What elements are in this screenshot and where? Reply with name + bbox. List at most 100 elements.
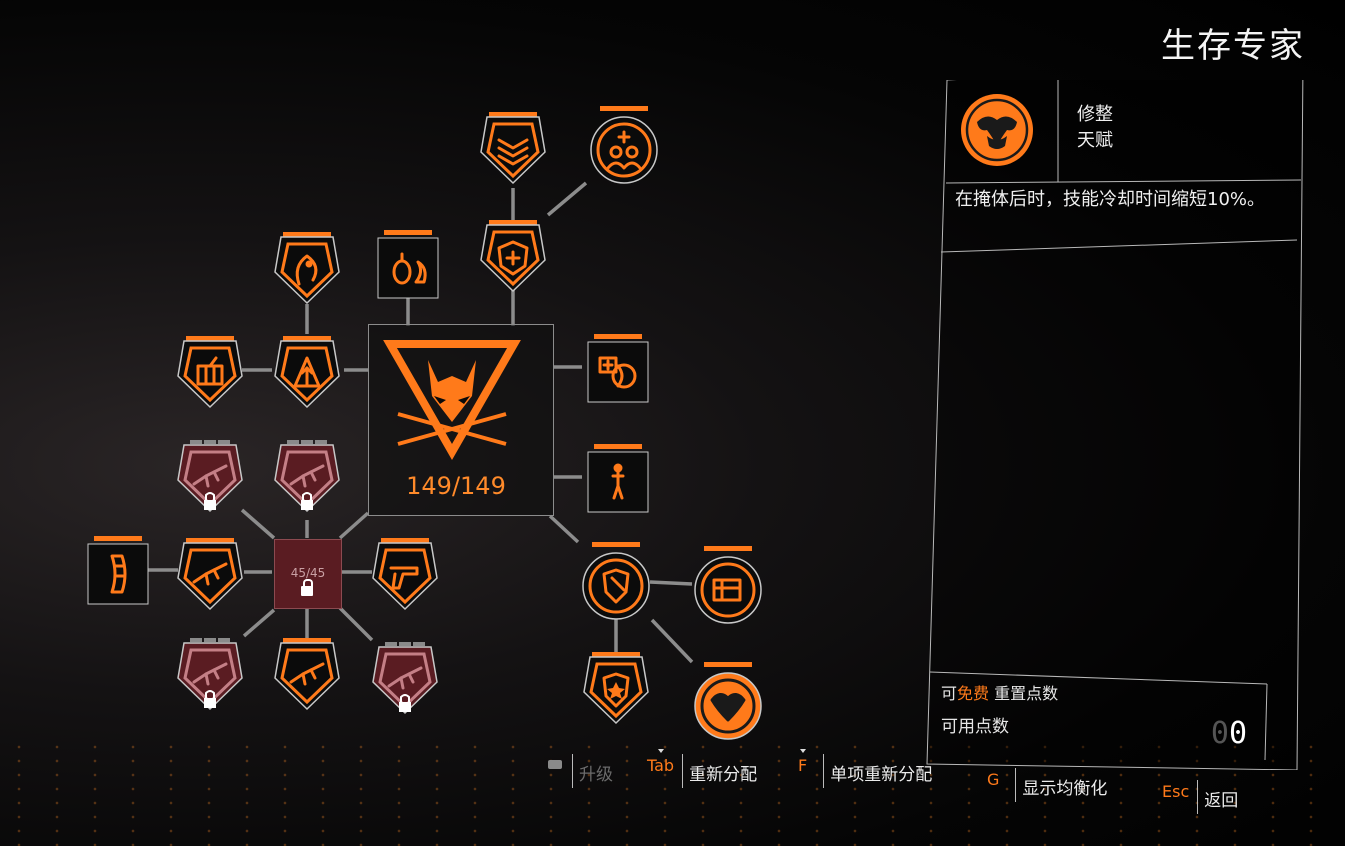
talent-node-mask[interactable] [694, 662, 762, 740]
shield-icon [602, 568, 630, 604]
reset-suffix: 重置点数 [989, 684, 1059, 703]
talent-hub[interactable]: 149/149 [368, 324, 554, 516]
talent-node-rifle-locked-4[interactable] [372, 642, 438, 715]
wolf-emblem-icon [383, 340, 521, 461]
rank-indicator [704, 546, 752, 551]
talent-node-cobra[interactable] [274, 232, 340, 305]
lock-icon [301, 579, 313, 596]
incendiary-grenade-icon [392, 252, 427, 285]
chevron-rank-icon [497, 138, 529, 166]
rank-indicator [704, 662, 752, 667]
hub-progress: 149/149 [406, 472, 506, 500]
lock-icon [204, 690, 216, 708]
rank-indicator [381, 538, 429, 543]
talent-node-star-shield[interactable] [583, 652, 649, 725]
selected-talent-icon [961, 94, 1033, 166]
rifle-icon [289, 464, 325, 488]
talent-description: 在掩体后时，技能冷却时间缩短10%。 [955, 189, 1266, 210]
talent-node-agent-walk[interactable] [587, 444, 649, 513]
available-points-count: 00 [1211, 716, 1247, 751]
talent-node-rifle-locked-3[interactable] [177, 638, 243, 711]
page-title: 生存专家 [1161, 26, 1305, 66]
talent-node-rifle-1[interactable] [177, 538, 243, 611]
points-dim-digit: 0 [1210, 716, 1229, 751]
rank-indicator [592, 542, 640, 547]
talent-node-grenade-fire[interactable] [377, 230, 439, 299]
hint-divider [1015, 768, 1017, 802]
hint-divider [823, 754, 825, 788]
rank-indicator [385, 642, 425, 646]
talent-node-pistol[interactable] [372, 538, 438, 611]
show-balance-hint[interactable]: G 显示均衡化 [987, 768, 1108, 802]
magazine-icon [110, 554, 127, 594]
rank-indicator [600, 106, 648, 111]
connector-lines [148, 181, 694, 664]
rank-indicator [592, 652, 640, 657]
talent-node-rifle-locked-2[interactable] [274, 440, 340, 513]
rank-indicator [384, 230, 432, 235]
heal-group-icon [606, 130, 642, 170]
reset-points-info: 可免费 重置点数 [941, 680, 1058, 704]
talent-node-heal-allies[interactable] [590, 106, 658, 184]
rifle-icon [192, 464, 228, 488]
mask-face-icon [710, 693, 746, 722]
rifle-icon [387, 666, 423, 690]
hint-label: 升级 [579, 765, 613, 785]
back-hint[interactable]: Esc 返回 [1162, 780, 1239, 814]
hint-label: 返回 [1204, 791, 1239, 811]
talent-node-shield-cover[interactable] [582, 542, 650, 620]
hint-key: G [987, 770, 1000, 789]
rank-indicator [283, 336, 331, 341]
selected-talent-name: 修整 天赋 [1077, 102, 1113, 154]
talent-node-rifle-2[interactable] [274, 638, 340, 711]
points-digit: 0 [1228, 716, 1247, 751]
rifle-icon [289, 662, 325, 686]
sub-hub-progress: 45/45 [290, 566, 326, 580]
hint-divider [682, 754, 684, 788]
sub-talent-hub[interactable]: 45/45 [274, 539, 342, 609]
talent-type: 天赋 [1077, 130, 1113, 151]
rank-indicator [594, 334, 642, 339]
explosive-icon [196, 356, 224, 386]
medkit-orb-icon [598, 356, 637, 389]
hint-key: Esc [1162, 782, 1190, 801]
single-reassign-hint[interactable]: F 单项重新分配 [798, 754, 932, 788]
rank-indicator [186, 336, 234, 341]
talent-node-stripes-armor[interactable] [480, 112, 546, 185]
talent-name: 修整 [1077, 104, 1113, 125]
talent-node-magazine[interactable] [87, 536, 149, 605]
talent-node-medkit-ball[interactable] [587, 334, 649, 403]
shield-medkit-icon [497, 240, 529, 276]
star-badge-icon [602, 672, 630, 708]
talent-node-crate[interactable] [694, 546, 762, 624]
hint-divider [572, 754, 573, 788]
keyboard-key-icon [548, 760, 562, 769]
rank-indicator [489, 220, 537, 225]
rifle-icon [192, 662, 228, 686]
hint-label: 重新分配 [689, 765, 758, 785]
reassign-hint[interactable]: Tab 重新分配 [647, 754, 758, 788]
talent-node-dynamite[interactable] [177, 336, 243, 409]
talent-node-rifle-locked-1[interactable] [177, 440, 243, 513]
hint-label: 显示均衡化 [1022, 779, 1108, 799]
agent-figure-icon [611, 463, 625, 500]
rank-indicator [489, 112, 537, 117]
reset-prefix: 可 [941, 684, 958, 703]
rank-indicator [283, 638, 331, 643]
talent-info-panel: 修整 天赋 在掩体后时，技能冷却时间缩短10%。 可免费 重置点数 可用点数 0… [925, 80, 1305, 770]
rifle-icon [192, 562, 228, 586]
lock-icon [204, 492, 216, 510]
pistol-icon [389, 566, 419, 590]
rank-indicator [594, 444, 642, 449]
lock-icon [301, 492, 313, 510]
rank-indicator [190, 440, 230, 444]
hint-key: F [798, 756, 808, 775]
talent-node-shield-heal[interactable] [480, 220, 546, 293]
upgrade-hint[interactable]: 升级 [548, 754, 613, 788]
lock-icon [399, 694, 411, 712]
rank-indicator [94, 536, 142, 541]
hint-divider [1197, 780, 1199, 814]
talent-node-arrow-burst[interactable] [274, 336, 340, 409]
crate-icon [712, 578, 742, 602]
